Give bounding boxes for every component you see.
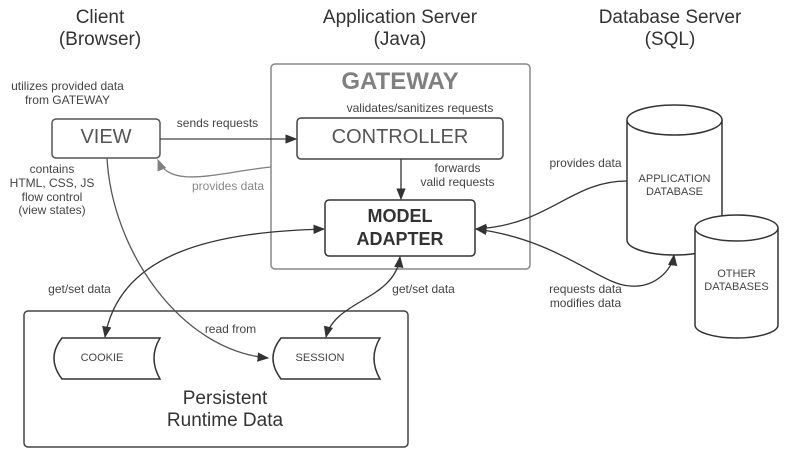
model-adapter-line1: MODEL [367, 206, 433, 226]
db-server-title-line2: (SQL) [644, 28, 696, 50]
note-line: utilizes provided data [11, 79, 124, 93]
get-set-cookie-label: get/set data [48, 282, 111, 296]
cookie-storage-shape[interactable] [53, 337, 162, 380]
persistent-line1: Persistent [182, 388, 268, 409]
note-line: HTML, CSS, JS [9, 175, 95, 190]
sends-requests-label: sends requests [176, 116, 259, 130]
persistent-line2: Runtime Data [166, 410, 284, 431]
edge-provides-data-to-view [157, 158, 272, 178]
note-line: flow control [21, 189, 83, 204]
app-server-title-line2: (Java) [373, 28, 427, 50]
other-db-line2: DATABASES [704, 280, 769, 293]
note-line: from GATEWAY [24, 92, 111, 107]
edge-get-set-cookie [102, 224, 326, 339]
requests-data-label: requests data modifies data [543, 282, 628, 311]
db-server-title-line1: Database Server [598, 7, 742, 28]
view-contains-note: contains HTML, CSS, JS flow control (vie… [2, 162, 102, 218]
get-set-session-label: get/set data [392, 282, 455, 296]
app-server-title-line1: Application Server [322, 7, 478, 28]
client-title-line1: Client [75, 7, 125, 28]
read-from-label: read from [204, 322, 257, 336]
forwards-label: forwards valid requests [410, 161, 505, 190]
controller-validates-note: validates/sanitizes requests [346, 101, 494, 115]
provides-data-view-label: provides data [191, 179, 265, 193]
edge-get-set-session [323, 255, 404, 339]
persistent-runtime-label: Persistent Runtime Data [130, 388, 320, 432]
edge-label-line: requests data [549, 282, 622, 296]
app-db-line2: DATABASE [645, 185, 704, 198]
cookie-label: COOKIE [80, 352, 124, 364]
client-title-line2: (Browser) [58, 28, 142, 50]
model-adapter-line2: ADAPTER [356, 229, 444, 249]
other-db-line1: OTHER [717, 268, 756, 280]
other-databases-cylinder[interactable] [694, 214, 779, 339]
app-db-line1: APPLICATION [638, 173, 711, 185]
model-adapter-label: MODEL ADAPTER [325, 205, 475, 251]
app-server-column-title: Application Server (Java) [300, 7, 500, 51]
client-column-title: Client (Browser) [30, 7, 170, 51]
note-line: contains [29, 162, 75, 176]
edge-label-line: valid requests [420, 174, 495, 189]
provides-data-db-label: provides data [549, 156, 622, 170]
gateway-label: GATEWAY [341, 68, 459, 95]
other-databases-label: OTHER DATABASES [695, 268, 778, 293]
view-utilizes-note: utilizes provided data from GATEWAY [0, 79, 135, 108]
edge-requests-data [474, 225, 678, 287]
edge-label-line: modifies data [549, 295, 622, 310]
session-label: SESSION [295, 352, 345, 364]
view-label: VIEW [80, 126, 132, 148]
db-server-column-title: Database Server (SQL) [585, 7, 755, 51]
note-line: (view states) [18, 203, 86, 218]
edge-label-line: forwards [434, 161, 481, 175]
edge-read-from [106, 157, 270, 362]
controller-label: CONTROLLER [331, 126, 469, 148]
application-database-label: APPLICATION DATABASE [627, 173, 722, 198]
session-storage-shape[interactable] [272, 337, 382, 380]
